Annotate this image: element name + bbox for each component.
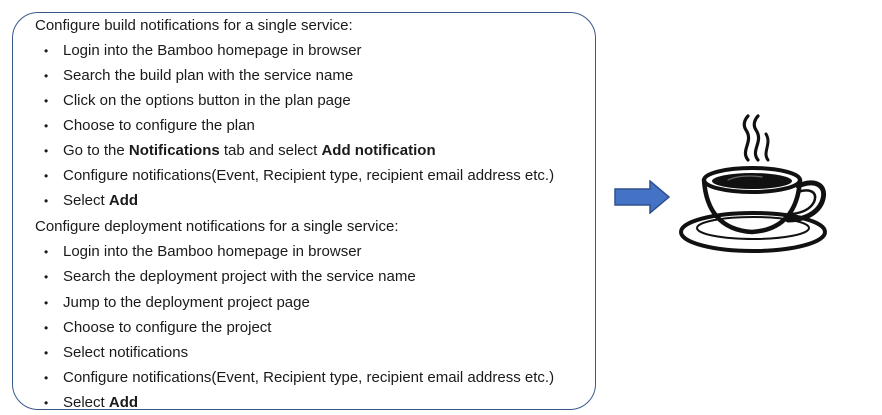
deploy-step-7: •Select Add bbox=[44, 394, 139, 411]
deploy-step-2: •Search the deployment project with the … bbox=[44, 268, 416, 285]
bullet: • bbox=[44, 346, 49, 360]
deploy-step-1: •Login into the Bamboo homepage in brows… bbox=[44, 243, 362, 260]
arrow-shape bbox=[614, 180, 670, 214]
build-step-6: •Configure notifications(Event, Recipien… bbox=[44, 167, 555, 184]
build-step-1: •Login into the Bamboo homepage in brows… bbox=[44, 42, 362, 59]
bullet: • bbox=[44, 396, 49, 410]
instructions-panel: Configure build notifications for a sing… bbox=[12, 12, 596, 411]
right-arrow-icon bbox=[614, 180, 670, 214]
build-step-5: •Go to the Notifications tab and select … bbox=[44, 142, 436, 159]
coffee-cup-icon bbox=[679, 114, 827, 253]
build-step-7: •Select Add bbox=[44, 192, 139, 209]
deploy-step-3: •Jump to the deployment project page bbox=[44, 294, 310, 311]
bullet: • bbox=[44, 296, 49, 310]
bullet: • bbox=[44, 69, 49, 83]
bullet: • bbox=[44, 94, 49, 108]
bullet: • bbox=[44, 169, 49, 183]
deploy-step-4: •Choose to configure the project bbox=[44, 319, 272, 336]
bullet: • bbox=[44, 321, 49, 335]
bullet: • bbox=[44, 144, 49, 158]
deploy-step-6: •Configure notifications(Event, Recipien… bbox=[44, 369, 555, 386]
build-step-2: •Search the build plan with the service … bbox=[44, 67, 354, 84]
bullet: • bbox=[44, 245, 49, 259]
build-step-4: •Choose to configure the plan bbox=[44, 117, 255, 134]
add-notification-label: Add notification bbox=[321, 142, 436, 159]
bullet: • bbox=[44, 44, 49, 58]
notifications-tab-label: Notifications bbox=[128, 142, 220, 159]
add-label: Add bbox=[108, 192, 139, 209]
bullet: • bbox=[44, 119, 49, 133]
build-section-heading: Configure build notifications for a sing… bbox=[35, 17, 353, 34]
bullet: • bbox=[44, 270, 49, 284]
deploy-step-5: •Select notifications bbox=[44, 344, 189, 361]
deploy-section-heading: Configure deployment notifications for a… bbox=[35, 218, 399, 235]
bullet: • bbox=[44, 371, 49, 385]
add-label: Add bbox=[108, 394, 139, 411]
bullet: • bbox=[44, 194, 49, 208]
build-step-3: •Click on the options button in the plan… bbox=[44, 92, 351, 109]
